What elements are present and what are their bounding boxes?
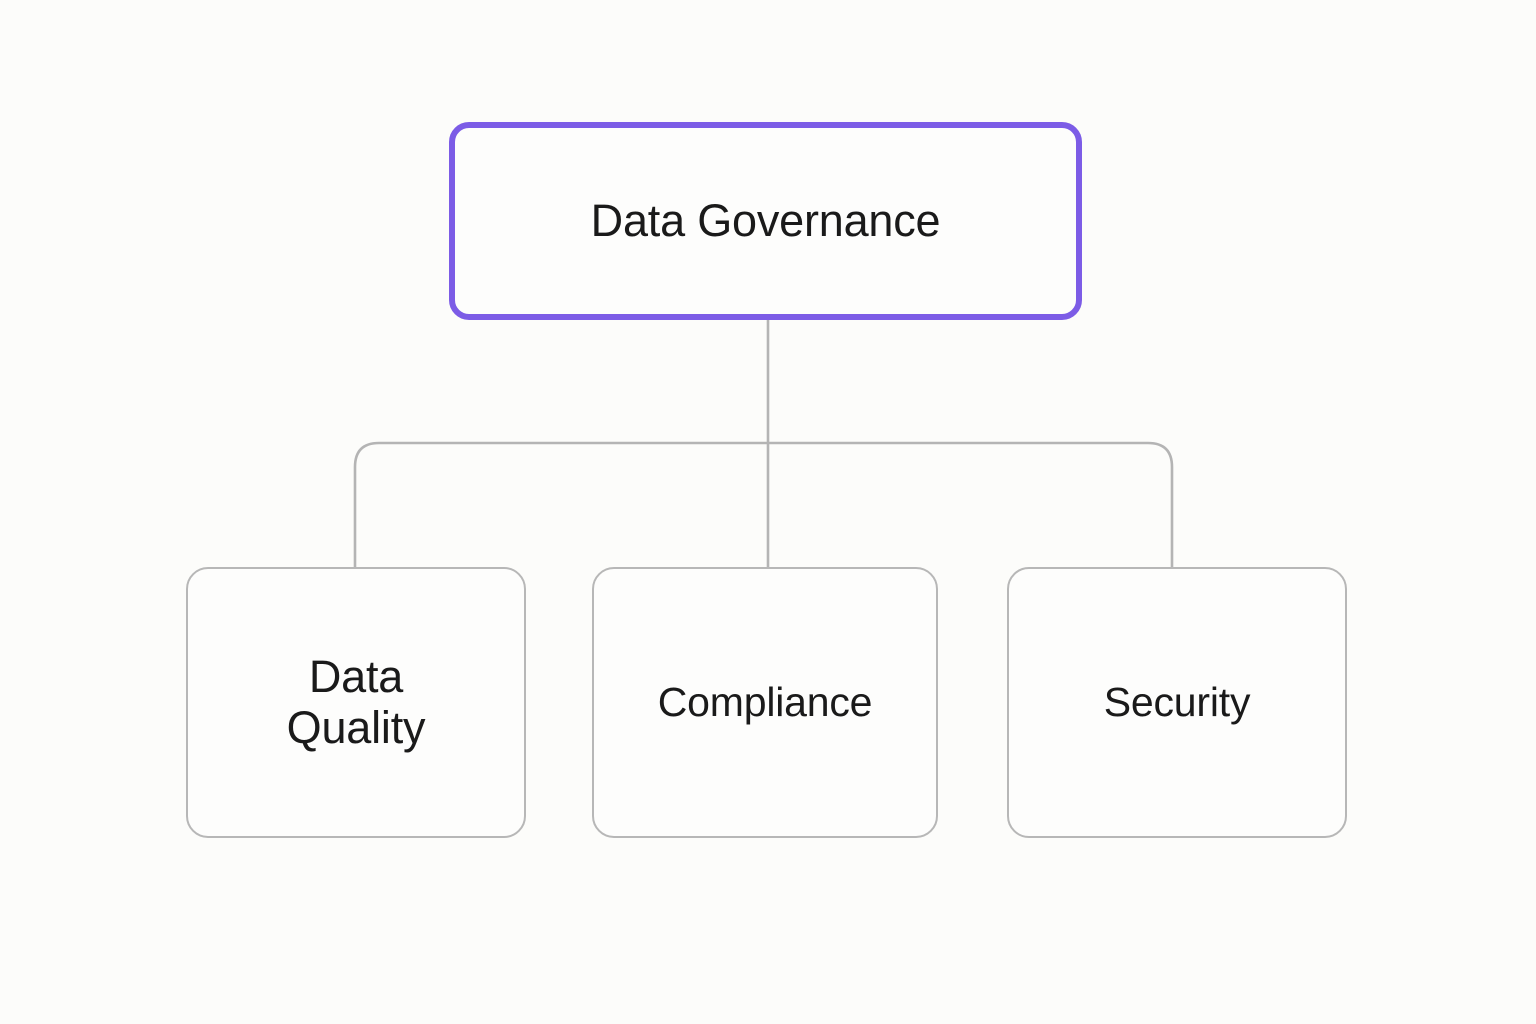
edge-bus-to-data-quality <box>768 441 1174 567</box>
node-data-quality[interactable]: Data Quality <box>186 567 526 838</box>
node-data-governance[interactable]: Data Governance <box>449 122 1082 320</box>
node-label-data-governance: Data Governance <box>590 194 941 246</box>
node-security[interactable]: Security <box>1007 567 1347 838</box>
node-label-security: Security <box>1103 678 1251 725</box>
node-label-compliance: Compliance <box>657 678 873 725</box>
node-label-data-quality: Data Quality <box>286 651 426 753</box>
node-compliance[interactable]: Compliance <box>592 567 938 838</box>
edge-bus-to-security <box>353 441 768 567</box>
